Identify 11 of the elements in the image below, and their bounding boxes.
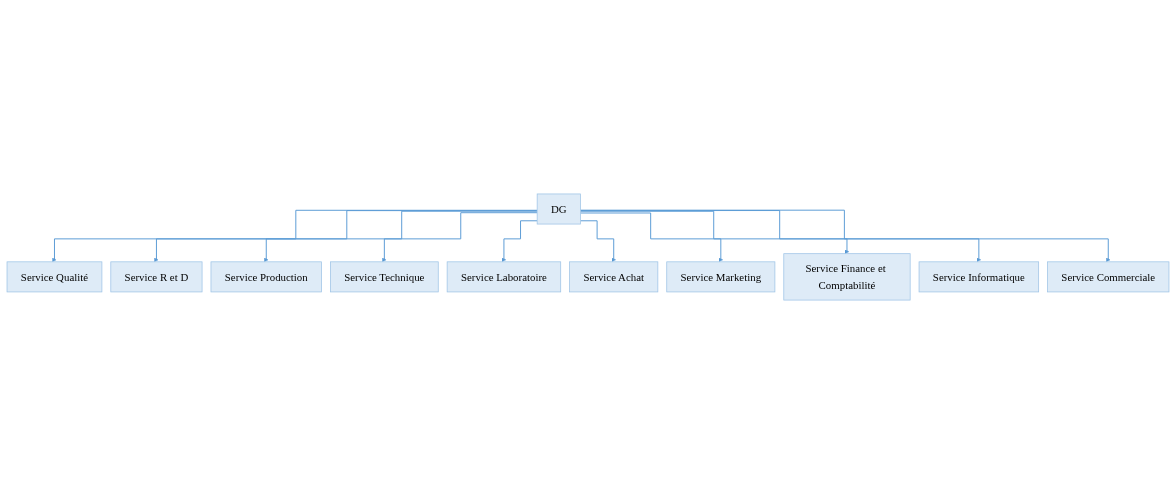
node-box: Service Commerciale: [1047, 261, 1170, 293]
node-box: DG: [536, 194, 581, 225]
node-box: Service Technique: [330, 261, 439, 293]
node-box: Service Achat: [569, 261, 659, 293]
node-box: Service Informatique: [918, 261, 1040, 293]
node-box: Service Production: [210, 261, 322, 293]
node-box: Service R et D: [110, 261, 203, 293]
node-box: Service Marketing: [666, 261, 776, 293]
node-box: Service Finance et Comptabilité: [783, 253, 911, 301]
node-box: Service Laboratoire: [446, 261, 562, 293]
node-box: Service Qualité: [6, 261, 103, 293]
